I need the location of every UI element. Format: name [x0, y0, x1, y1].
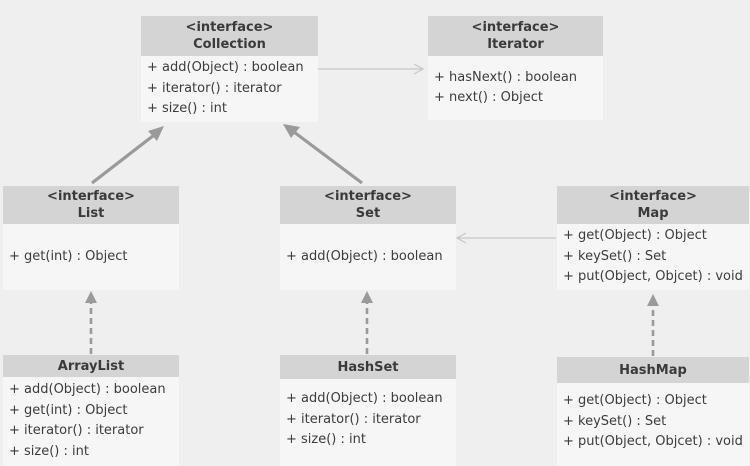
hashset-class-box: HashSet + add(Object) : boolean + iterat…: [280, 355, 456, 466]
iterator-method: + next() : Object: [434, 90, 543, 105]
set-method: + add(Object) : boolean: [286, 248, 443, 264]
set-stereotype: <interface>: [324, 189, 412, 204]
hashset-implements-set-arrow: [361, 291, 373, 354]
collection-stereotype: <interface>: [185, 20, 274, 35]
map-method: + get(Object) : Object: [563, 228, 707, 244]
map-stereotype: <interface>: [609, 189, 697, 204]
arraylist-header: ArrayList: [3, 355, 179, 377]
hashmap-implements-map-arrow: [647, 294, 659, 356]
list-name: List: [77, 206, 105, 221]
collection-method: + iterator() : iterator: [147, 80, 282, 96]
hashmap-class-box: HashMap + get(Object) : Object + keySet(…: [557, 357, 749, 466]
collection-to-iterator-arrow: [318, 63, 425, 75]
iterator-methods: + hasNext() : boolean + next() : Object: [428, 56, 603, 120]
arraylist-methods: + add(Object) : boolean + get(int) : Obj…: [3, 377, 179, 466]
hashmap-method: + get(Object) : Object: [563, 393, 707, 408]
list-header: <interface> List: [3, 186, 179, 224]
set-name: Set: [355, 206, 381, 221]
hashmap-methods: + get(Object) : Object + keySet() : Set …: [557, 383, 749, 466]
list-stereotype: <interface>: [47, 189, 135, 204]
set-extends-collection-arrow: [283, 124, 363, 185]
list-methods: + get(int) : Object: [3, 224, 179, 290]
iterator-stereotype: <interface>: [471, 20, 560, 35]
set-interface-box: <interface> Set + add(Object) : boolean: [280, 186, 456, 290]
set-methods: + add(Object) : boolean: [280, 224, 456, 290]
hashset-methods: + add(Object) : boolean + iterator() : i…: [280, 379, 456, 466]
hashmap-header: HashMap: [557, 357, 749, 383]
arraylist-method: + add(Object) : boolean: [9, 382, 166, 397]
list-interface-box: <interface> List + get(int) : Object: [3, 186, 179, 290]
arraylist-class-box: ArrayList + add(Object) : boolean + get(…: [3, 355, 179, 466]
iterator-interface-box: <interface> Iterator + hasNext() : boole…: [428, 16, 603, 120]
list-extends-collection-arrow: [91, 126, 164, 185]
hashset-name: HashSet: [337, 359, 399, 375]
hashset-method: + iterator() : iterator: [286, 411, 421, 427]
hashset-header: HashSet: [280, 355, 456, 379]
iterator-method: + hasNext() : boolean: [434, 69, 578, 85]
map-method: + put(Object, Objcet) : void: [563, 269, 743, 285]
map-interface-box: <interface> Map + get(Object) : Object +…: [557, 186, 749, 290]
hashmap-method: + put(Object, Objcet) : void: [563, 434, 743, 449]
iterator-name: Iterator: [487, 37, 544, 52]
map-method: + keySet() : Set: [563, 248, 667, 264]
arraylist-method: + size() : int: [9, 443, 89, 459]
collection-methods: + add(Object) : boolean + iterator() : i…: [141, 56, 318, 122]
arraylist-implements-list-arrow: [85, 291, 97, 354]
collection-method: + add(Object) : boolean: [147, 60, 304, 76]
hashmap-name: HashMap: [619, 362, 687, 378]
arraylist-method: + get(int) : Object: [9, 402, 128, 418]
collection-method: + size() : int: [147, 101, 227, 117]
list-method: + get(int) : Object: [9, 248, 128, 264]
set-header: <interface> Set: [280, 186, 456, 224]
collection-interface-box: <interface> Collection + add(Object) : b…: [141, 16, 318, 122]
hashset-method: + add(Object) : boolean: [286, 391, 443, 406]
hashmap-method: + keySet() : Set: [563, 413, 667, 429]
arraylist-method: + iterator() : iterator: [9, 423, 144, 438]
map-methods: + get(Object) : Object + keySet() : Set …: [557, 224, 749, 290]
collection-name: Collection: [193, 37, 266, 52]
map-name: Map: [637, 206, 669, 221]
map-to-set-arrow: [455, 232, 556, 244]
hashset-method: + size() : int: [286, 432, 366, 447]
iterator-header: <interface> Iterator: [428, 16, 603, 56]
arraylist-name: ArrayList: [57, 358, 125, 374]
collection-header: <interface> Collection: [141, 16, 318, 56]
map-header: <interface> Map: [557, 186, 749, 224]
